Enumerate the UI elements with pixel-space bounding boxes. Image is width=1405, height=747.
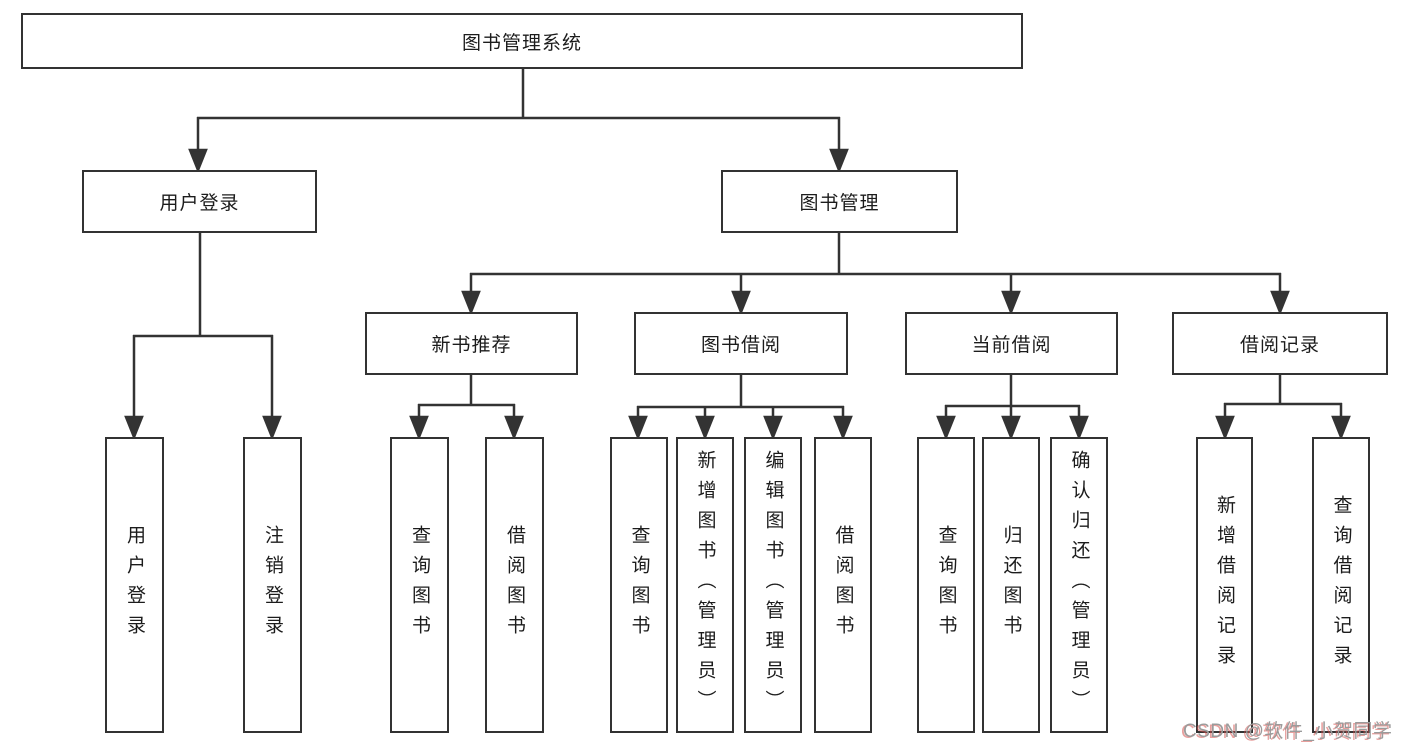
connector-book-management-children: [461, 232, 1290, 316]
leaf-bb-borrow-book: 借阅图书: [814, 437, 872, 733]
leaf-nb-query-book-label: 查询图书: [409, 525, 430, 645]
connector-root-to-level2: [188, 69, 849, 174]
connector-new-book-children: [409, 374, 524, 441]
node-root: 图书管理系统: [21, 13, 1023, 69]
leaf-bb-query-book-label: 查询图书: [628, 525, 650, 645]
leaf-bb-query-book: 查询图书: [610, 437, 668, 733]
leaf-bb-borrow-book-label: 借阅图书: [832, 525, 854, 645]
connector-user-login-children: [124, 232, 282, 441]
connector-current-borrowing-children: [936, 374, 1089, 441]
node-book-management-label: 图书管理: [799, 193, 880, 214]
node-root-label: 图书管理系统: [461, 32, 582, 54]
node-book-management: 图书管理: [721, 170, 958, 233]
leaf-bb-add-book: 新增图书（管理员）: [676, 437, 734, 733]
node-new-book-recommend-label: 新书推荐: [431, 335, 512, 356]
connector-borrowing-records-children: [1215, 374, 1351, 441]
leaf-nb-borrow-book: 借阅图书: [485, 437, 544, 733]
node-new-book-recommend: 新书推荐: [365, 312, 578, 375]
leaf-bb-edit-book: 编辑图书（管理员）: [744, 437, 802, 733]
leaf-cb-confirm-return: 确认归还（管理员）: [1050, 437, 1108, 733]
connector-book-borrowing-children: [628, 374, 853, 441]
leaf-br-query-record-label: 查询借阅记录: [1330, 495, 1352, 675]
node-user-login: 用户登录: [82, 170, 317, 233]
leaf-logout-label: 注销登录: [262, 525, 283, 645]
node-user-login-label: 用户登录: [159, 193, 240, 214]
node-book-borrowing-label: 图书借阅: [700, 335, 781, 356]
leaf-cb-query-book: 查询图书: [917, 437, 975, 733]
node-book-borrowing: 图书借阅: [634, 312, 848, 375]
node-borrowing-records: 借阅记录: [1172, 312, 1388, 375]
leaf-br-add-record-label: 新增借阅记录: [1214, 495, 1235, 675]
leaf-cb-return-book-label: 归还图书: [1000, 525, 1022, 645]
leaf-user-login: 用户登录: [105, 437, 164, 733]
leaf-user-login-label: 用户登录: [124, 525, 145, 645]
leaf-nb-query-book: 查询图书: [390, 437, 449, 733]
leaf-cb-query-book-label: 查询图书: [935, 525, 957, 645]
leaf-nb-borrow-book-label: 借阅图书: [504, 525, 525, 645]
node-current-borrowing: 当前借阅: [905, 312, 1118, 375]
leaf-br-query-record: 查询借阅记录: [1312, 437, 1370, 733]
leaf-bb-edit-book-label: 编辑图书（管理员）: [762, 450, 784, 720]
leaf-cb-confirm-return-label: 确认归还（管理员）: [1068, 450, 1090, 720]
node-current-borrowing-label: 当前借阅: [971, 335, 1052, 356]
leaf-br-add-record: 新增借阅记录: [1196, 437, 1253, 733]
csdn-watermark: CSDN @软件_小贺同学: [1183, 721, 1393, 742]
leaf-logout: 注销登录: [243, 437, 302, 733]
node-borrowing-records-label: 借阅记录: [1239, 335, 1320, 356]
leaf-cb-return-book: 归还图书: [982, 437, 1040, 733]
leaf-bb-add-book-label: 新增图书（管理员）: [694, 450, 716, 720]
